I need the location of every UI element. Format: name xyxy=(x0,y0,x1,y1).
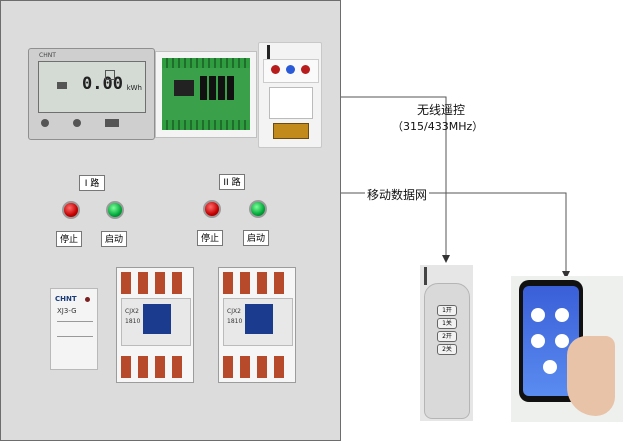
plc-terminal-top xyxy=(162,58,250,68)
stop-lamp-2 xyxy=(203,200,221,218)
meter-button-2 xyxy=(73,119,81,127)
stop-button-1-label: 停止 xyxy=(56,231,82,247)
relay-brand: CHNT xyxy=(55,295,77,303)
contactor-2: CJX2 1810 xyxy=(218,267,296,383)
receiver-led-blue xyxy=(286,65,295,74)
frequency-label: （315/433MHz） xyxy=(392,120,484,133)
stop-button-2-label: 停止 xyxy=(197,230,223,246)
contactor-1-blue-window xyxy=(143,304,171,334)
app-power-icon-5 xyxy=(543,360,557,374)
plc-relays xyxy=(200,76,236,100)
remote-button-4: 2关 xyxy=(437,344,457,355)
smartphone-photo xyxy=(511,276,623,422)
hand-shape xyxy=(567,336,615,416)
start-lamp-2 xyxy=(249,200,267,218)
wireless-receiver xyxy=(258,42,322,148)
remote-antenna-icon xyxy=(424,267,427,285)
contactor-1-rating: 1810 xyxy=(125,318,141,325)
remote-control-photo: 1开 1关 2开 2关 xyxy=(420,265,473,421)
app-power-icon-2 xyxy=(555,308,569,322)
plc-controller xyxy=(155,51,257,138)
meter-brand: CHNT xyxy=(39,52,56,59)
app-power-icon-1 xyxy=(531,308,545,322)
mobile-network-label: 移动数据网 xyxy=(365,186,430,203)
meter-reading: 0.00 xyxy=(82,74,123,94)
receiver-led-red xyxy=(271,65,280,74)
remote-button-2: 1关 xyxy=(437,318,457,329)
contactor-2-bottom-terminals xyxy=(223,356,291,378)
circuit-2-label: II 路 xyxy=(219,174,245,190)
relay-text-lines xyxy=(57,321,93,337)
contactor-2-blue-window xyxy=(245,304,273,334)
app-power-icon-3 xyxy=(531,334,545,348)
plc-terminal-bottom xyxy=(162,120,250,130)
contactor-2-top-terminals xyxy=(223,272,291,294)
start-button-2-label: 启动 xyxy=(243,230,269,246)
contactor-1-bottom-terminals xyxy=(121,356,189,378)
receiver-label-plate xyxy=(269,87,313,119)
remote-button-1: 1开 xyxy=(437,305,457,316)
stop-lamp-1 xyxy=(62,201,80,219)
circuit-1-label: I 路 xyxy=(79,175,105,191)
contactor-1: CJX2 1810 xyxy=(116,267,194,383)
wireless-remote-label: 无线遥控 xyxy=(417,103,466,117)
meter-lcd: 0.00 kWh xyxy=(38,61,146,113)
antenna-icon xyxy=(267,45,270,59)
start-lamp-1 xyxy=(106,201,124,219)
relay-model: XJ3-G xyxy=(57,307,77,315)
meter-bar-icon xyxy=(105,70,115,80)
plc-chip xyxy=(174,80,194,96)
receiver-led-red-2 xyxy=(301,65,310,74)
contactor-2-rating: 1810 xyxy=(227,318,243,325)
meter-button-1 xyxy=(41,119,49,127)
contactor-1-model: CJX2 xyxy=(125,308,139,315)
meter-unit: kWh xyxy=(126,84,142,92)
receiver-terminal xyxy=(273,123,309,139)
energy-meter: CHNT 0.00 kWh xyxy=(28,48,155,140)
phase-relay: CHNT XJ3-G xyxy=(50,288,98,370)
contactor-1-top-terminals xyxy=(121,272,189,294)
start-button-1-label: 启动 xyxy=(101,231,127,247)
meter-button-3 xyxy=(105,119,119,127)
contactor-2-model: CJX2 xyxy=(227,308,241,315)
meter-indicator-icon xyxy=(57,82,67,89)
remote-button-3: 2开 xyxy=(437,331,457,342)
relay-led xyxy=(85,297,90,302)
app-power-icon-4 xyxy=(555,334,569,348)
